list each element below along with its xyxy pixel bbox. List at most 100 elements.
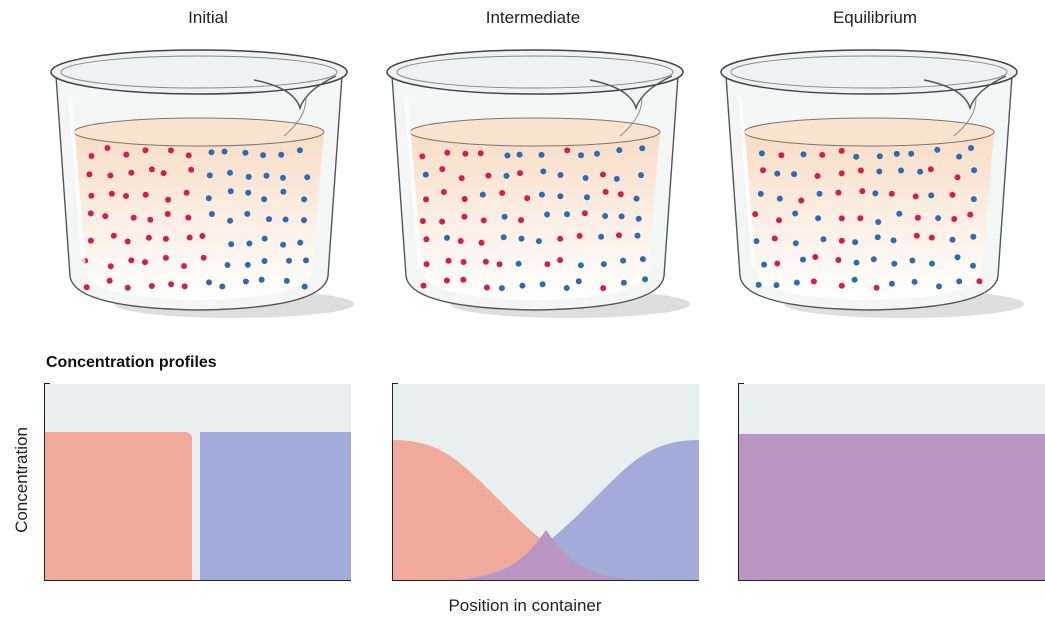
red-particle (168, 281, 175, 288)
red-particle (181, 263, 187, 269)
red-particle (774, 260, 781, 267)
beaker-intermediate (386, 49, 690, 318)
blue-particle (956, 153, 963, 160)
blue-particle (761, 261, 768, 268)
red-particle (460, 259, 467, 265)
blue-particle (594, 150, 600, 157)
red-particle (564, 147, 571, 154)
red-particle (480, 217, 487, 224)
blue-particle (280, 188, 287, 195)
blue-particle (853, 259, 860, 266)
red-particle (419, 218, 426, 224)
red-particle (810, 278, 817, 285)
red-particle (148, 283, 155, 289)
blue-particle (875, 219, 882, 225)
blue-particle (890, 237, 897, 244)
red-particle (557, 257, 564, 264)
red-particle (458, 175, 465, 182)
blue-particle (874, 234, 881, 241)
red-particle (954, 174, 961, 181)
blue-particle (500, 234, 507, 241)
red-particle (581, 210, 588, 217)
blue-particle (258, 276, 265, 283)
red-particle (857, 215, 864, 222)
red-particle (976, 278, 983, 285)
red-particle (913, 232, 920, 239)
blue-particle (870, 256, 877, 263)
blue-particle (563, 285, 570, 291)
blue-particle (635, 215, 642, 222)
red-particle (859, 188, 866, 195)
blue-particle (800, 151, 807, 158)
blue-particle (244, 261, 251, 268)
red-particle (88, 192, 95, 199)
blue-particle (261, 235, 268, 242)
blue-particle (515, 260, 522, 267)
red-particle (838, 282, 845, 289)
blue-particle (219, 283, 226, 290)
red-particle (107, 172, 114, 179)
blue-particle (876, 168, 883, 175)
red-particle (949, 191, 956, 198)
blue-particle (909, 257, 916, 264)
blue-particle (872, 190, 879, 197)
red-particle (600, 285, 607, 292)
blue-particle (911, 278, 918, 285)
blue-profile-area (200, 432, 351, 580)
red-particle (461, 196, 468, 202)
red-particle (162, 235, 169, 242)
red-particle (838, 215, 845, 222)
blue-particle (815, 215, 822, 222)
blue-particle (792, 240, 799, 247)
red-particle (812, 254, 819, 260)
blue-particle (876, 153, 883, 160)
blue-particle (266, 216, 272, 223)
red-particle (838, 170, 845, 177)
blue-particle (934, 146, 941, 153)
red-particle (124, 238, 131, 245)
stage-label-initial: Initial (188, 8, 228, 27)
red-particle (124, 284, 131, 291)
blue-particle (208, 211, 215, 217)
red-particle (518, 217, 524, 224)
red-particle (87, 210, 94, 217)
red-particle (181, 283, 188, 290)
blue-particle (898, 167, 904, 174)
red-particle (108, 190, 115, 197)
red-particle (576, 232, 583, 239)
red-particle (778, 152, 785, 159)
blue-particle (971, 167, 978, 174)
red-particle (186, 234, 193, 241)
red-particle (423, 236, 430, 243)
blue-particle (642, 276, 649, 283)
blue-particle (206, 172, 213, 179)
red-particle (162, 254, 169, 261)
red-particle (110, 232, 117, 239)
red-particle (482, 258, 489, 265)
stage-label-equilibrium: Equilibrium (832, 8, 918, 27)
red-particle (145, 234, 152, 241)
red-particle (461, 213, 468, 220)
blue-particle (280, 174, 286, 181)
blue-particle (206, 279, 212, 286)
blue-particle (956, 278, 963, 285)
red-particle (814, 173, 821, 179)
blue-particle (584, 194, 590, 201)
blue-particle (227, 169, 233, 176)
y-axis-tick (44, 383, 50, 384)
red-particle (524, 195, 531, 202)
red-particle (776, 217, 782, 224)
red-particle (912, 193, 919, 200)
red-particle (517, 170, 523, 177)
red-particle (185, 214, 192, 221)
profile-panel-initial (44, 384, 351, 581)
blue-particle (929, 260, 935, 267)
red-particle (123, 151, 130, 158)
blue-particle (283, 277, 290, 284)
blue-particle (620, 257, 627, 264)
red-particle (88, 153, 95, 159)
profile-panel-intermediate (392, 384, 699, 581)
blue-particle (544, 211, 551, 218)
blue-particle (970, 262, 976, 269)
blue-particle (774, 170, 781, 177)
